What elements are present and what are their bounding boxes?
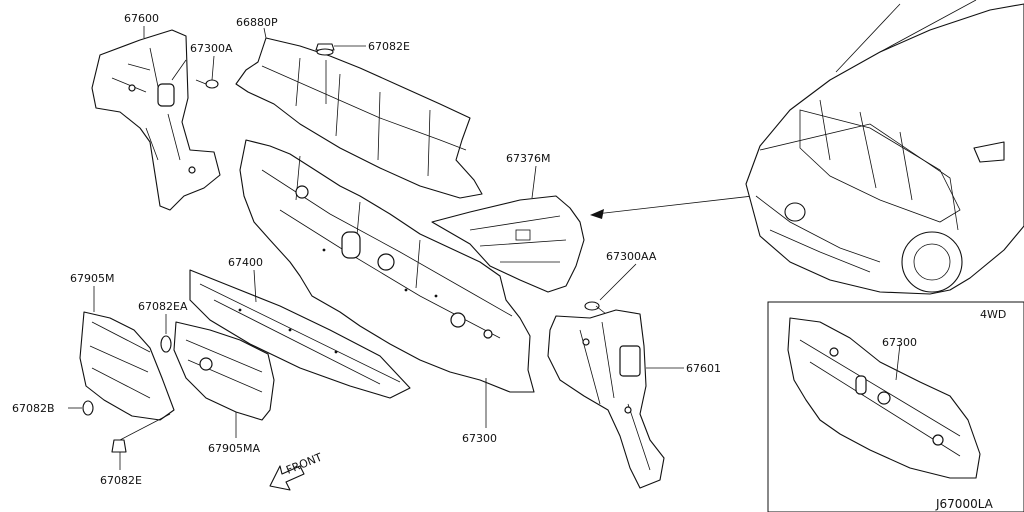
part-labels: 67600 67300A 66880P 67082E 67376M 67300A… — [12, 12, 721, 487]
inset-label: 4WD — [980, 308, 1006, 321]
label-67082EA: 67082EA — [138, 300, 188, 313]
label-67082E-top: 67082E — [368, 40, 410, 53]
label-67376M: 67376M — [506, 152, 550, 165]
cowl-top-66880P — [235, 27, 483, 199]
label-67300A: 67300A — [190, 42, 233, 55]
label-67082E-bottom: 67082E — [100, 474, 142, 487]
side-panel-67601 — [547, 309, 684, 489]
front-label: FRONT — [284, 451, 324, 477]
clip-67082EA — [160, 314, 172, 353]
bolt-67300A — [195, 55, 219, 89]
label-67300: 67300 — [462, 432, 497, 445]
clip-67082E-top — [315, 43, 366, 56]
insulator-67376M — [431, 165, 585, 293]
inset-4wd: 4WD 67300 — [767, 301, 1024, 512]
label-67905MA: 67905MA — [208, 442, 260, 455]
label-67400: 67400 — [228, 256, 263, 269]
insulator-67905MA — [173, 321, 275, 438]
insulator-67905M — [79, 286, 175, 421]
dash-panel-67300 — [239, 139, 535, 428]
clip-67082B — [68, 400, 94, 416]
diagram-code: J67000LA — [935, 497, 994, 511]
inset-part-label-67300: 67300 — [882, 336, 917, 349]
label-67600: 67600 — [124, 12, 159, 25]
clip-67082E-bottom — [111, 413, 171, 470]
label-67601: 67601 — [686, 362, 721, 375]
bolt-67300AA — [584, 263, 637, 315]
label-66880P: 66880P — [236, 16, 278, 29]
insulator-67400 — [189, 269, 411, 399]
label-67300AA: 67300AA — [606, 250, 657, 263]
side-panel-67600 — [91, 26, 221, 211]
front-arrow: FRONT — [269, 451, 324, 491]
car-reference-drawing — [745, 0, 1024, 295]
label-67082B: 67082B — [12, 402, 55, 415]
label-67905M: 67905M — [70, 272, 114, 285]
